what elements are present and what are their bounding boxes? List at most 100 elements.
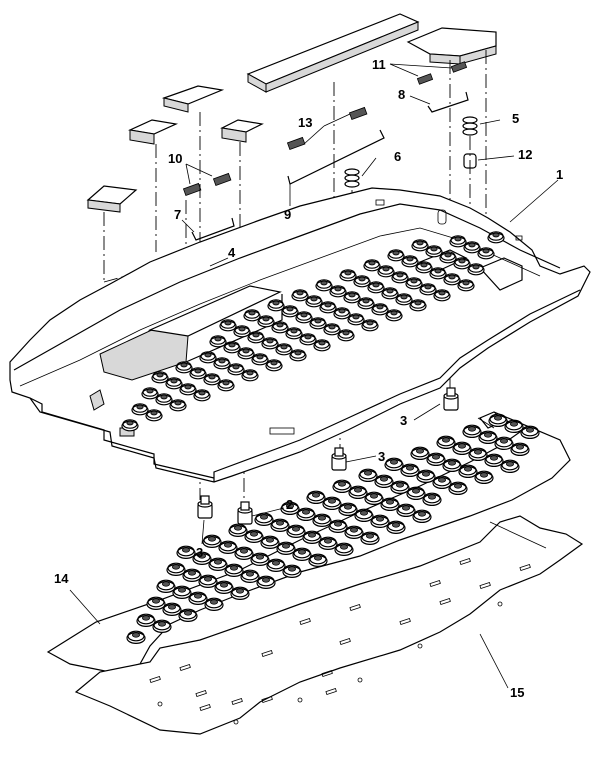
frame-key-cup	[377, 265, 395, 278]
sheet-dome	[162, 602, 182, 616]
frame-key-cup	[267, 299, 285, 312]
sheet-dome	[494, 436, 514, 451]
sheet-dome	[504, 419, 524, 434]
sheet-dome	[204, 597, 224, 611]
frame-key-cup	[237, 347, 255, 360]
sheet-dome	[178, 608, 198, 622]
frame-key-cup	[463, 241, 481, 254]
sheet-dome	[458, 464, 478, 479]
frame-key-cup	[305, 295, 323, 308]
frame-key-cup	[309, 317, 327, 330]
frame-key-cup	[487, 231, 505, 244]
sheet-dome	[318, 536, 338, 550]
sheet-dome	[328, 519, 348, 533]
sheet-dome	[254, 512, 274, 526]
sheet-dome	[276, 541, 296, 555]
frame-key-cup	[223, 341, 241, 354]
frame-key-cup	[409, 299, 427, 312]
frame-key-cup	[227, 363, 245, 376]
frame-key-cup	[405, 277, 423, 290]
sheet-domes	[126, 413, 540, 644]
sheet-dome	[256, 575, 276, 589]
frame-key-cup	[457, 279, 475, 292]
sheet-dome	[192, 551, 212, 565]
sheet-dome	[488, 413, 508, 428]
sheet-dome	[240, 569, 260, 583]
plate-hole	[417, 643, 423, 649]
frame-key-cup	[299, 333, 317, 346]
sheet-dome	[406, 486, 426, 501]
frame-key-cup	[411, 239, 429, 252]
callout-2: 2	[286, 497, 294, 512]
sheet-dome	[344, 525, 364, 539]
frame-key-cup	[415, 261, 433, 274]
standoff-center	[331, 447, 347, 471]
frame-key-cup	[209, 335, 227, 348]
callout-8: 8	[398, 87, 406, 102]
frame-key-cup	[247, 331, 265, 344]
plate-slot	[195, 689, 207, 697]
sheet-dome	[462, 424, 482, 439]
standoff-2	[237, 501, 253, 525]
sheet-dome	[270, 518, 290, 532]
frame-key-cup	[401, 255, 419, 268]
frame-key-cup	[281, 305, 299, 318]
frame-key-cup	[121, 419, 139, 432]
sheet-dome	[176, 545, 196, 559]
sheet-dome	[354, 508, 374, 523]
callout-10: 10	[168, 151, 183, 166]
sheet-dome	[302, 530, 322, 544]
frame-key-cup	[333, 307, 351, 320]
callout-13: 13	[298, 115, 313, 130]
sheet-dome	[338, 502, 358, 517]
frame-key-cup	[275, 343, 293, 356]
frame-key-cup	[339, 269, 357, 282]
plate-slot	[399, 617, 411, 625]
sheet-dome	[474, 470, 494, 485]
frame-key-cup	[429, 267, 447, 280]
sheet-dome	[478, 430, 498, 445]
sheet-dome	[214, 580, 234, 594]
keycaps-group	[86, 13, 497, 213]
sheet-dome	[426, 452, 446, 467]
frame-key-cup	[203, 373, 221, 386]
sheet-dome	[208, 557, 228, 571]
plate-slot	[459, 557, 471, 565]
frame-key-cup	[175, 361, 193, 374]
sheet-dome	[432, 475, 452, 490]
sheet-dome	[308, 553, 328, 567]
sheet-dome	[172, 585, 192, 599]
frame-key-cup	[151, 371, 169, 384]
frame-key-cup	[219, 319, 237, 332]
plate-slot	[231, 697, 243, 705]
sheet-dome	[484, 453, 504, 468]
frame-key-cup	[363, 259, 381, 272]
frame-key-cup	[449, 235, 467, 248]
callout-3-right: 3	[400, 413, 408, 428]
plate-slot	[321, 669, 333, 677]
callout-5: 5	[512, 111, 520, 126]
frame-key-cup	[289, 349, 307, 362]
frame-key-cup	[357, 297, 375, 310]
frame-key-cup	[233, 325, 251, 338]
sheet-dome	[390, 480, 410, 495]
frame-key-cup	[439, 251, 457, 264]
sheet-dome	[230, 586, 250, 600]
sheet-dome	[266, 558, 286, 572]
plate-hole	[297, 697, 303, 703]
sheet-dome	[250, 552, 270, 566]
callout-15: 15	[510, 685, 525, 700]
sheet-dome	[510, 442, 530, 457]
frame-key-cup	[131, 403, 149, 416]
sheet-dome	[202, 534, 222, 548]
frame-key-cup	[155, 393, 173, 406]
plate-slot	[339, 637, 351, 645]
frame-key-cup	[193, 389, 211, 402]
frame-key-cup	[213, 357, 231, 370]
sheet-dome	[126, 630, 146, 644]
frame-key-cup	[243, 309, 261, 322]
sheet-dome	[296, 507, 316, 522]
sheet-dome	[380, 497, 400, 512]
